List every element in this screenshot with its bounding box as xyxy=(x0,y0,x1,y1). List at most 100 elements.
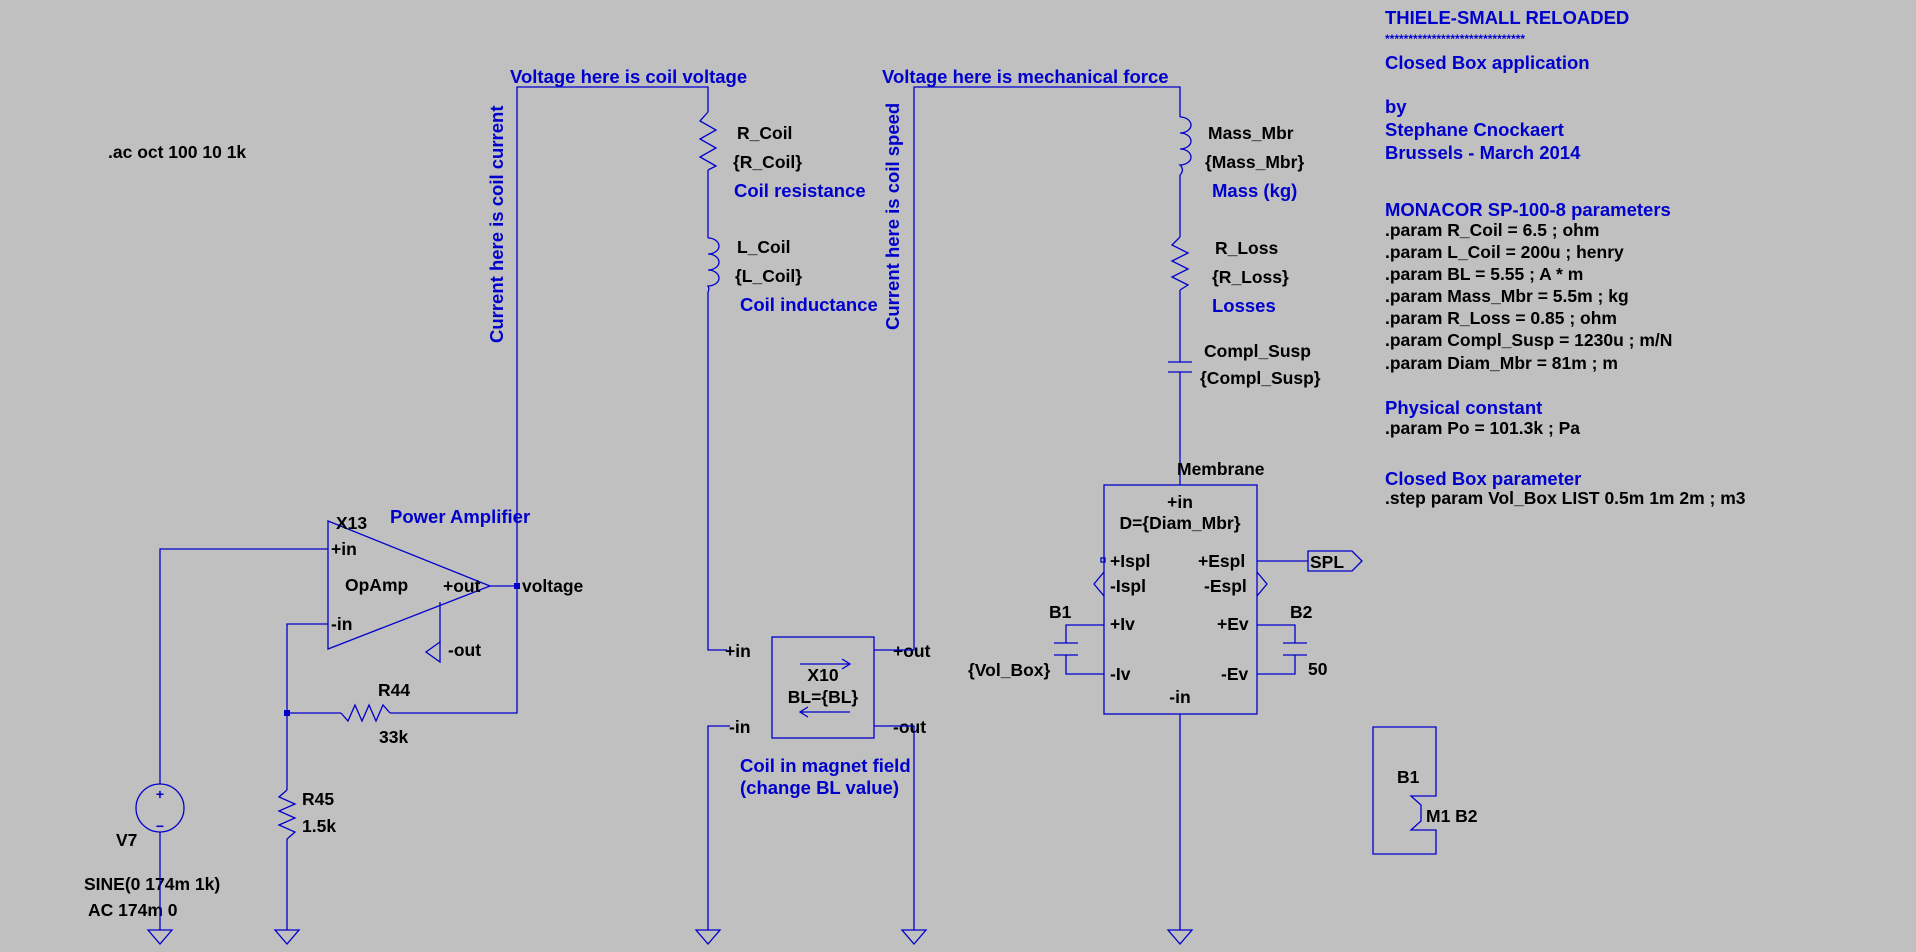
resistor-r-coil[interactable] xyxy=(698,111,718,171)
r45-value: 1.5k xyxy=(302,816,336,836)
coil-resistance-label: Coil resistance xyxy=(734,180,866,201)
mass-mbr-value: {Mass_Mbr} xyxy=(1205,152,1304,172)
membrane-pin-espl-plus: +Espl xyxy=(1198,551,1245,571)
notes-box-header: Closed Box parameter xyxy=(1385,468,1581,489)
b2-value: 50 xyxy=(1308,659,1328,679)
l-coil-ref: L_Coil xyxy=(737,237,790,257)
notes-place: Brussels - March 2014 xyxy=(1385,142,1581,163)
notes-params-header: MONACOR SP-100-8 parameters xyxy=(1385,199,1671,220)
net-label-voltage: voltage xyxy=(522,576,584,596)
wire-coil-top xyxy=(516,86,709,586)
legend-b1: B1 xyxy=(1397,767,1420,787)
ground-symbol xyxy=(146,929,174,945)
wire-lcoil-to-x10 xyxy=(707,292,727,651)
wire-inminus xyxy=(286,623,328,790)
spl-port-label: SPL xyxy=(1310,552,1344,572)
mass-label: Mass (kg) xyxy=(1212,180,1297,201)
magnet-field-label-2: (change BL value) xyxy=(740,777,899,798)
inductor-l-coil[interactable] xyxy=(706,237,720,293)
voltage-source-v7[interactable]: + − xyxy=(135,783,185,834)
ispl-port-arrow xyxy=(1093,571,1105,597)
membrane-pin-espl-minus: -Espl xyxy=(1204,576,1247,596)
param-bl[interactable]: .param BL = 5.55 ; A * m xyxy=(1385,264,1583,284)
membrane-pin-iv-minus: -Iv xyxy=(1110,664,1131,684)
opamp-out-minus-ground xyxy=(424,640,441,664)
x10-ref: X10 xyxy=(807,665,838,685)
b1-ref: B1 xyxy=(1049,602,1072,622)
wire-feedback xyxy=(390,586,518,714)
resistor-r44[interactable] xyxy=(340,703,391,723)
compl-susp-ref: Compl_Susp xyxy=(1204,341,1311,361)
losses-label: Losses xyxy=(1212,295,1276,316)
coil-voltage-label: Voltage here is coil voltage xyxy=(510,66,747,87)
param-diam-mbr[interactable]: .param Diam_Mbr = 81m ; m xyxy=(1385,353,1618,373)
resistor-r45[interactable] xyxy=(277,789,297,840)
membrane-pin-in-plus: +in xyxy=(1167,492,1193,512)
legend-b1-m1b2-symbol[interactable] xyxy=(1372,726,1437,855)
notes-stars: ****************************** xyxy=(1385,32,1525,46)
notes-subtitle: Closed Box application xyxy=(1385,52,1590,73)
r45-ref: R45 xyxy=(302,789,334,809)
param-l-coil[interactable]: .param L_Coil = 200u ; henry xyxy=(1385,242,1624,262)
coil-current-label: Current here is coil current xyxy=(486,106,507,343)
v7-value-sine: SINE(0 174m 1k) xyxy=(84,874,220,894)
opamp-name: OpAmp xyxy=(345,575,408,595)
ground-symbol xyxy=(900,929,928,945)
wire-x10-out-minus xyxy=(874,725,915,930)
l-coil-value: {L_Coil} xyxy=(735,266,802,286)
opamp-pin-in-minus: -in xyxy=(331,614,352,634)
notes-title: THIELE-SMALL RELOADED xyxy=(1385,7,1629,28)
ground-symbol xyxy=(694,929,722,945)
opamp-pin-in-plus: +in xyxy=(331,539,357,559)
notes-by: by xyxy=(1385,96,1407,117)
coil-speed-label: Current here is coil speed xyxy=(882,103,903,330)
b2-ref: B2 xyxy=(1290,602,1313,622)
param-compl-susp[interactable]: .param Compl_Susp = 1230u ; m/N xyxy=(1385,330,1672,350)
param-r-coil[interactable]: .param R_Coil = 6.5 ; ohm xyxy=(1385,220,1599,240)
inductor-mass-mbr[interactable] xyxy=(1178,116,1192,176)
mass-mbr-ref: Mass_Mbr xyxy=(1208,123,1294,143)
wire-x10-in-minus xyxy=(707,725,730,930)
gyrator-x10[interactable] xyxy=(771,636,875,739)
step-vol-box[interactable]: .step param Vol_Box LIST 0.5m 1m 2m ; m3 xyxy=(1385,488,1746,508)
param-mass-mbr[interactable]: .param Mass_Mbr = 5.5m ; kg xyxy=(1385,286,1629,306)
r-coil-value: {R_Coil} xyxy=(733,152,802,172)
magnet-field-label-1: Coil in magnet field xyxy=(740,755,911,776)
wire-mech-top xyxy=(874,86,1181,651)
ground-symbol xyxy=(273,929,301,945)
r-coil-ref: R_Coil xyxy=(737,123,792,143)
v7-minus-sign: − xyxy=(156,818,164,834)
membrane-pin-ispl-minus: -Ispl xyxy=(1110,576,1146,596)
ispl-port-marker xyxy=(1100,557,1106,563)
v7-plus-sign: + xyxy=(156,786,164,802)
opamp-pin-out-minus: -out xyxy=(448,640,481,660)
ac-directive[interactable]: .ac oct 100 10 1k xyxy=(108,142,246,162)
opamp-pin-out-plus: +out xyxy=(443,576,481,596)
resistor-r-loss[interactable] xyxy=(1170,236,1190,291)
opamp-x13[interactable] xyxy=(327,520,492,650)
capacitor-compl-susp[interactable] xyxy=(1168,361,1192,373)
mech-force-label: Voltage here is mechanical force xyxy=(882,66,1169,87)
membrane-pin-in-minus: -in xyxy=(1169,687,1190,707)
wire-v7-to-opamp-in xyxy=(159,548,328,784)
notes-phys-header: Physical constant xyxy=(1385,397,1542,418)
wire-b1 xyxy=(1065,624,1104,675)
legend-m1b2: M1 B2 xyxy=(1426,806,1478,826)
membrane-pin-ev-plus: +Ev xyxy=(1217,614,1249,634)
coil-inductance-label: Coil inductance xyxy=(740,294,878,315)
x10-pin-out-minus: -out xyxy=(893,717,926,737)
notes-author: Stephane Cnockaert xyxy=(1385,119,1564,140)
capacitor-b2[interactable] xyxy=(1283,642,1307,656)
x10-arrow-left-icon xyxy=(798,706,850,718)
opamp-ref: X13 xyxy=(336,513,367,533)
param-r-loss[interactable]: .param R_Loss = 0.85 ; ohm xyxy=(1385,308,1617,328)
spl-port[interactable] xyxy=(1307,550,1363,572)
membrane-value: D={Diam_Mbr} xyxy=(1119,513,1240,533)
capacitor-b1[interactable] xyxy=(1054,642,1078,656)
power-amplifier-label: Power Amplifier xyxy=(390,506,530,527)
membrane-pin-ev-minus: -Ev xyxy=(1221,664,1249,684)
wire-b2 xyxy=(1257,624,1296,675)
param-po[interactable]: .param Po = 101.3k ; Pa xyxy=(1385,418,1580,438)
compl-susp-value: {Compl_Susp} xyxy=(1200,368,1321,388)
